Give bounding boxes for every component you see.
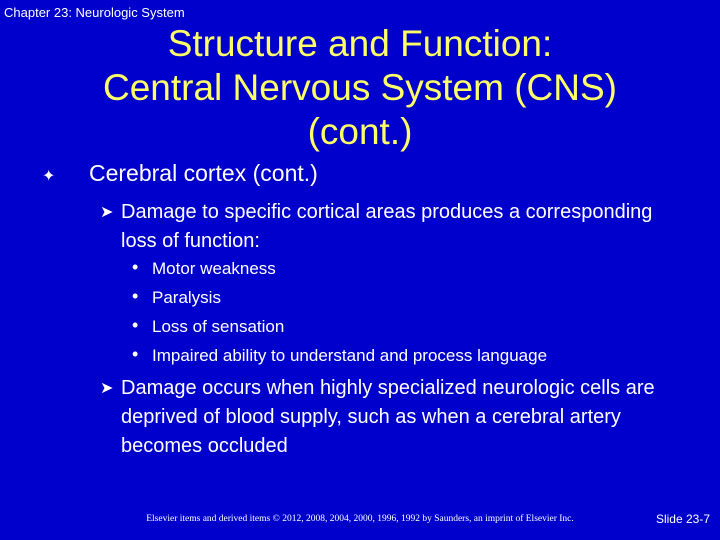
chapter-label: Chapter 23: Neurologic System [4,5,185,20]
title-line: Central Nervous System (CNS) [102,67,617,108]
list-item-text: Impaired ability to understand and proce… [152,346,548,365]
list-item-text: Loss of sensation [152,317,285,336]
bullet-glyph-icon: ✦ [42,168,56,185]
dot-icon: • [132,344,139,364]
arrowhead-icon: ➤ [100,204,114,221]
dot-icon: • [132,257,139,277]
arrowhead-icon: ➤ [100,380,114,397]
sub-bullet-text: Damage to specific cortical areas produc… [121,201,653,252]
dot-icon: • [132,286,139,306]
copyright-footer: Elsevier items and derived items © 2012,… [146,514,574,524]
list-item-text: Paralysis [152,288,221,307]
slide-title: Structure and Function: Central Nervous … [60,22,660,154]
sub-bullet-text: Damage occurs when highly specialized ne… [121,377,655,457]
dot-icon: • [132,315,139,335]
slide-number: Slide 23-7 [655,512,710,526]
bullet-text: Cerebral cortex (cont.) [89,160,318,186]
list-item-text: Motor weakness [152,259,276,278]
title-line: (cont.) [307,111,413,152]
title-line: Structure and Function: [167,23,553,64]
